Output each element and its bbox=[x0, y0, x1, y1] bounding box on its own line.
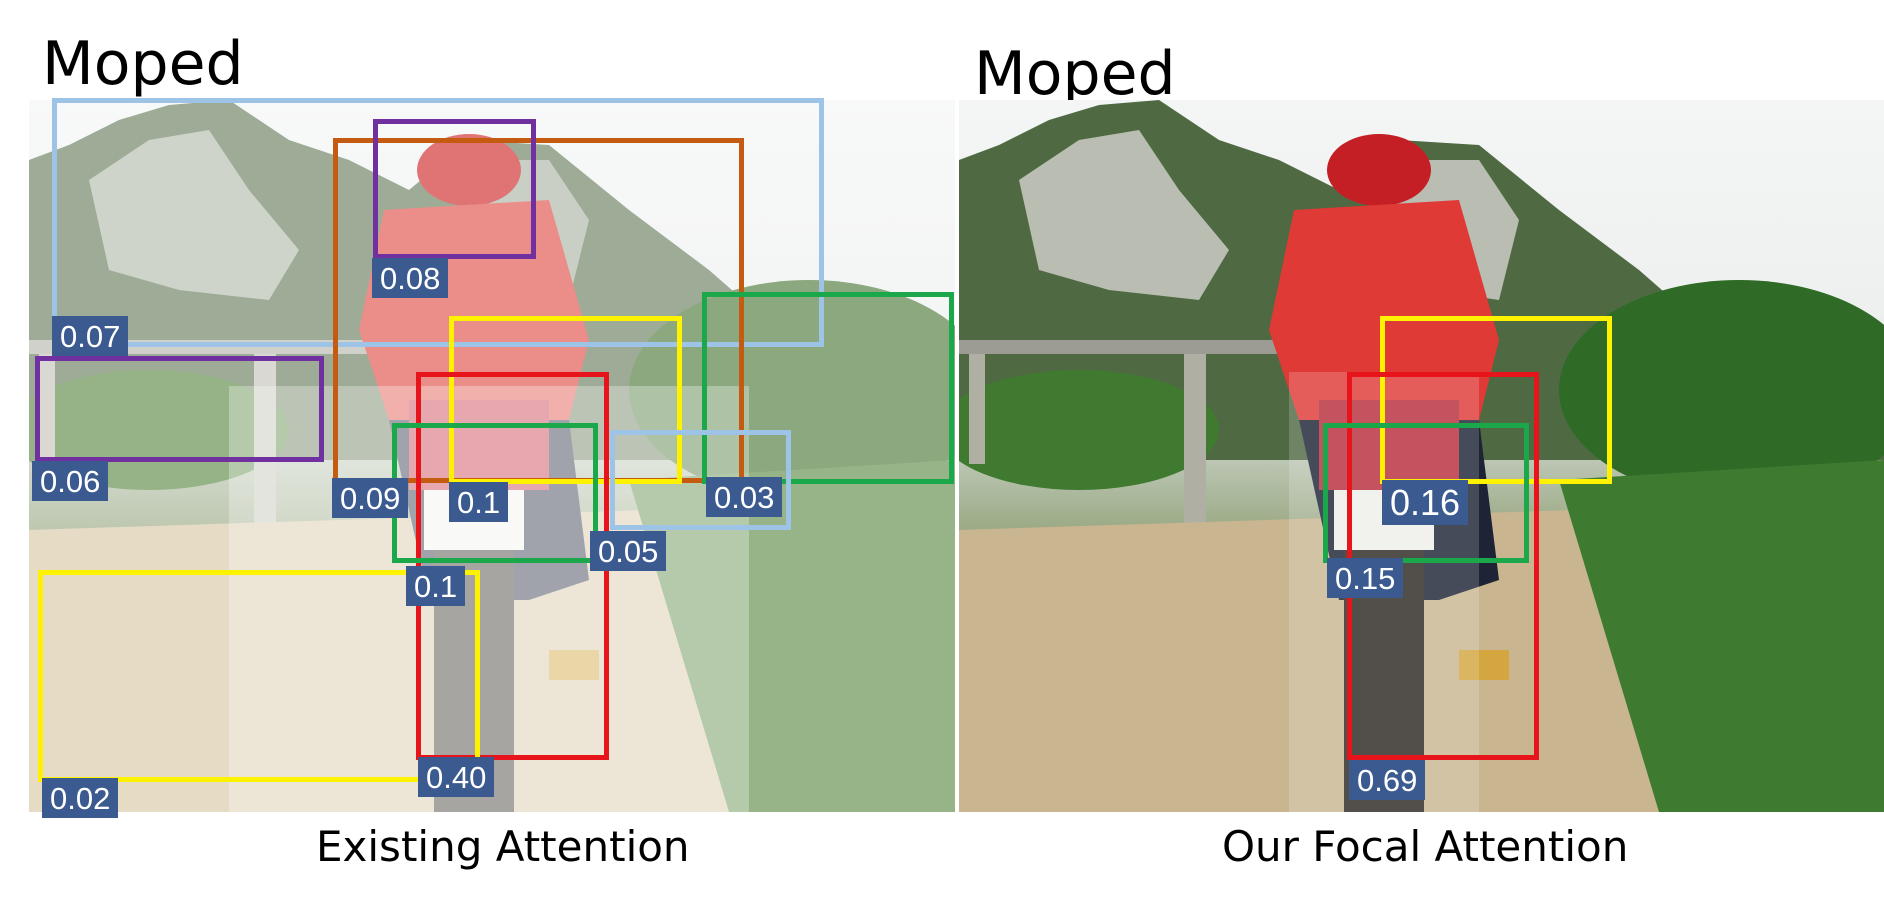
attention-box-purple bbox=[35, 356, 324, 462]
attention-box-green bbox=[1323, 423, 1529, 563]
bridge-pillar bbox=[969, 354, 985, 464]
score-label: 0.06 bbox=[32, 461, 109, 501]
sandal bbox=[549, 650, 599, 680]
attention-box-yellow bbox=[1380, 316, 1612, 484]
score-label: 0.15 bbox=[1327, 558, 1404, 598]
attention-box-purple bbox=[373, 119, 536, 259]
score-label: 0.1 bbox=[406, 566, 466, 606]
left-scene bbox=[29, 100, 955, 812]
score-label: 0.69 bbox=[1349, 760, 1426, 800]
helmet bbox=[1327, 134, 1431, 206]
left-photo bbox=[29, 100, 955, 812]
grass bbox=[1559, 460, 1884, 812]
score-label: 0.08 bbox=[372, 258, 449, 298]
helmet bbox=[417, 134, 521, 206]
score-label: 0.1 bbox=[449, 482, 509, 522]
bridge-pillar bbox=[254, 354, 276, 534]
trees bbox=[1559, 280, 1884, 500]
attention-box-yellow bbox=[38, 570, 480, 782]
moped-rear bbox=[409, 400, 549, 490]
bridge-pillar bbox=[1184, 354, 1206, 534]
score-label: 0.03 bbox=[706, 477, 783, 517]
grass bbox=[629, 460, 955, 812]
right-caption: Our Focal Attention bbox=[1222, 822, 1629, 871]
cliff-face bbox=[89, 130, 299, 300]
bridge-pillar bbox=[39, 354, 55, 464]
score-label: 0.05 bbox=[590, 531, 667, 571]
attention-box-green bbox=[702, 292, 954, 484]
left-caption: Existing Attention bbox=[316, 822, 690, 871]
trees bbox=[629, 280, 955, 500]
bridge-deck bbox=[959, 340, 1339, 354]
sandal bbox=[1459, 650, 1509, 680]
score-label: 0.09 bbox=[332, 478, 409, 518]
score-label: 0.40 bbox=[418, 757, 495, 797]
attention-box-yellow bbox=[449, 316, 682, 484]
score-label: 0.07 bbox=[52, 316, 129, 356]
existing-attention-panel: Moped bbox=[29, 29, 955, 871]
red-shirt bbox=[1269, 200, 1499, 420]
score-label: 0.16 bbox=[1382, 480, 1469, 525]
cliff-face bbox=[1019, 130, 1229, 300]
attention-box-light-blue bbox=[610, 430, 791, 530]
moped-rear bbox=[1319, 400, 1459, 490]
attention-overlay bbox=[29, 100, 955, 812]
attention-box-light-blue bbox=[52, 98, 824, 347]
right-title: Moped bbox=[974, 39, 1176, 109]
score-label: 0.02 bbox=[42, 778, 119, 818]
left-title: Moped bbox=[42, 29, 244, 99]
trees bbox=[959, 370, 1219, 490]
focal-attention-panel: Moped 0.16 0.15 0.69 Our Focal At bbox=[942, 0, 1884, 908]
